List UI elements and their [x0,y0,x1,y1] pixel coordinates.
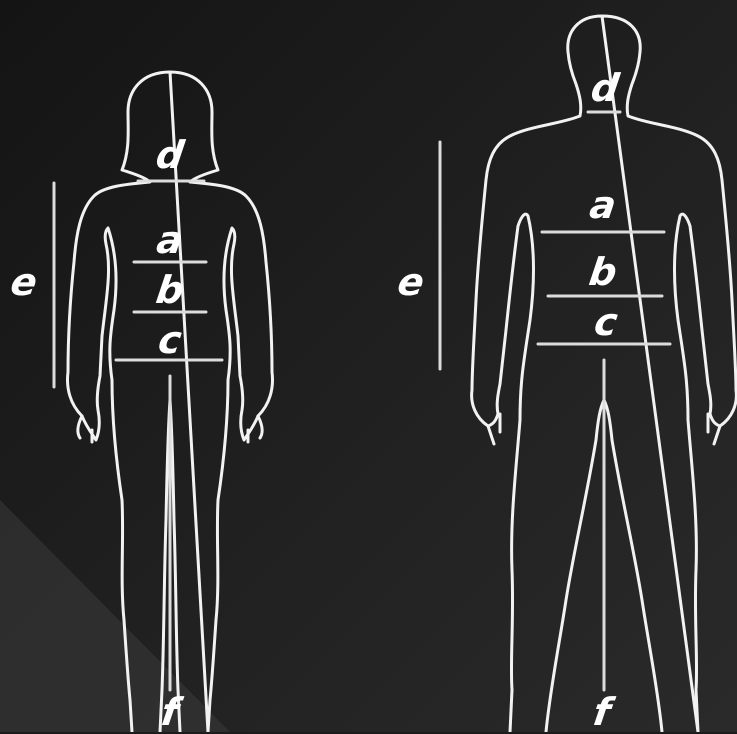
female-label-a: a [155,221,186,259]
male-label-c: c [592,303,620,341]
female-label-b: b [154,271,187,309]
female-label-d: d [154,136,187,174]
male-label-e: e [395,263,426,301]
male-label-b: b [587,253,620,291]
female-label-c: c [156,321,184,359]
male-label-a: a [588,186,619,224]
male-label-d: d [589,69,622,107]
female-label-e: e [8,263,39,301]
